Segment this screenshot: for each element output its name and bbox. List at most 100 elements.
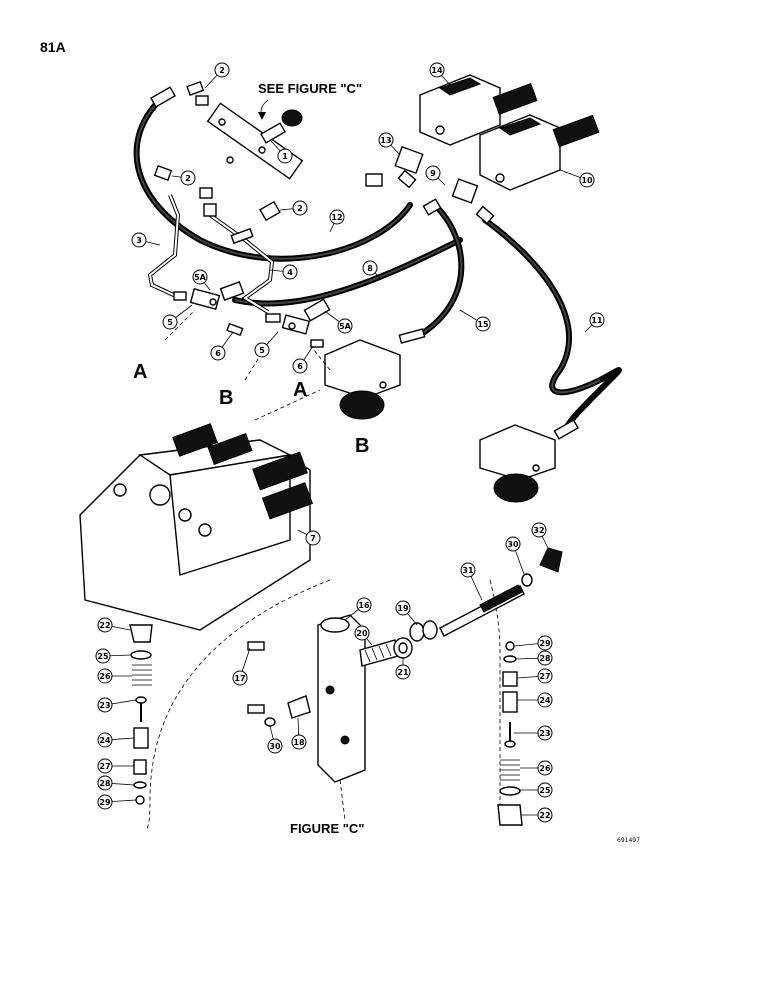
callout-c11: 11: [584, 312, 605, 333]
callout-c2b: 2: [171, 170, 196, 186]
callout-c19: 19: [395, 600, 418, 626]
adapters-2: [153, 80, 281, 245]
callout-number: 2: [219, 66, 225, 75]
label-b-right: B: [355, 435, 369, 457]
callout-bubble: [531, 522, 547, 538]
callout-bubble: [267, 738, 283, 754]
brake-unit-left: [324, 339, 401, 420]
plugs-17-18: [247, 641, 311, 727]
callout-bubble: [429, 62, 445, 78]
callout-c4: 4: [269, 264, 298, 280]
brake-unit-right: [479, 424, 556, 503]
callout-bubble: [537, 635, 553, 651]
callout-c7: 7: [297, 529, 321, 546]
control-valve-7: [79, 423, 314, 631]
left-relief-stack: [129, 624, 153, 805]
arrow-head-icon: [258, 112, 266, 120]
callout-bubble: [362, 260, 378, 276]
callout-c21: 21: [395, 658, 411, 680]
callout-number: 5: [167, 318, 173, 327]
callout-c28a: 28: [97, 775, 135, 791]
callout-bubble: [292, 358, 308, 374]
callout-c26b: 26: [520, 760, 553, 776]
callout-number: 21: [397, 668, 409, 677]
callout-number: 15: [477, 320, 489, 329]
callout-c3: 3: [131, 232, 161, 248]
ring-30: [521, 573, 533, 587]
callout-bubble: [95, 648, 111, 664]
callout-c31: 31: [460, 562, 483, 601]
callout-number: 6: [215, 349, 221, 358]
nut-21: [393, 637, 413, 659]
callout-bubble: [395, 664, 411, 680]
callout-number: 26: [99, 672, 111, 681]
callout-c24b: 24: [517, 692, 553, 708]
callout-number: 25: [97, 652, 109, 661]
callout-c22b: 22: [522, 807, 553, 823]
callout-bubble: [475, 316, 491, 332]
callout-bubble: [232, 670, 248, 686]
callout-number: 22: [99, 621, 110, 630]
callout-number: 10: [581, 176, 593, 185]
callout-number: 31: [462, 566, 474, 575]
right-relief-stack: [497, 641, 523, 826]
callout-c18: 18: [291, 717, 307, 750]
drawing-number: 691497: [617, 837, 640, 844]
connection-lines: [164, 309, 331, 421]
callout-bubble: [305, 530, 321, 546]
callout-c25a: 25: [95, 648, 132, 664]
callout-number: 3: [136, 236, 142, 245]
callout-number: 23: [539, 729, 550, 738]
callout-number: 17: [234, 674, 245, 683]
callout-bubble: [537, 760, 553, 776]
callout-c30b: 30: [267, 725, 283, 754]
callout-bubble: [192, 269, 208, 285]
callout-bubble: [131, 232, 147, 248]
callout-bubble: [97, 775, 113, 791]
callout-number: 2: [297, 204, 303, 213]
callout-bubble: [162, 314, 178, 330]
callout-bubble: [291, 734, 307, 750]
callout-c27b: 27: [516, 668, 553, 684]
callout-bubble: [537, 692, 553, 708]
elbow-fittings: [365, 145, 479, 216]
callout-bubble: [97, 617, 113, 633]
callout-c25b: 25: [520, 782, 553, 798]
callout-c14: 14: [429, 62, 451, 86]
callout-bubble: [277, 148, 293, 164]
callout-c6b: 6: [292, 345, 314, 374]
callout-c30a: 30: [505, 536, 525, 575]
callout-number: 27: [99, 762, 110, 771]
callout-bubble: [460, 562, 476, 578]
hose-8: [232, 237, 463, 307]
callout-bubble: [579, 172, 595, 188]
callout-number: 30: [507, 540, 519, 549]
callout-number: 5: [259, 346, 265, 355]
manifold-block: [206, 102, 304, 180]
rod-31: [439, 584, 525, 637]
callout-bubble: [282, 264, 298, 280]
callout-c10: 10: [559, 169, 595, 188]
callout-number: 25: [539, 786, 551, 795]
callout-bubble: [337, 318, 353, 334]
callout-bubble: [505, 536, 521, 552]
callout-number: 4: [287, 268, 293, 277]
callout-bubble: [180, 170, 196, 186]
callout-number: 8: [367, 264, 373, 273]
callout-c15: 15: [459, 309, 491, 332]
callout-c23a: 23: [97, 697, 137, 713]
callout-bubble: [378, 132, 394, 148]
callout-bubble: [537, 668, 553, 684]
callout-number: 22: [539, 811, 550, 820]
callout-number: 9: [430, 169, 436, 178]
callout-number: 12: [331, 213, 342, 222]
label-a-left: A: [133, 361, 147, 383]
knob-32: [539, 547, 563, 573]
callout-number: 6: [297, 362, 303, 371]
callout-bubble: [210, 345, 226, 361]
hose-fittings: [150, 86, 579, 440]
callout-c16: 16: [344, 597, 372, 621]
